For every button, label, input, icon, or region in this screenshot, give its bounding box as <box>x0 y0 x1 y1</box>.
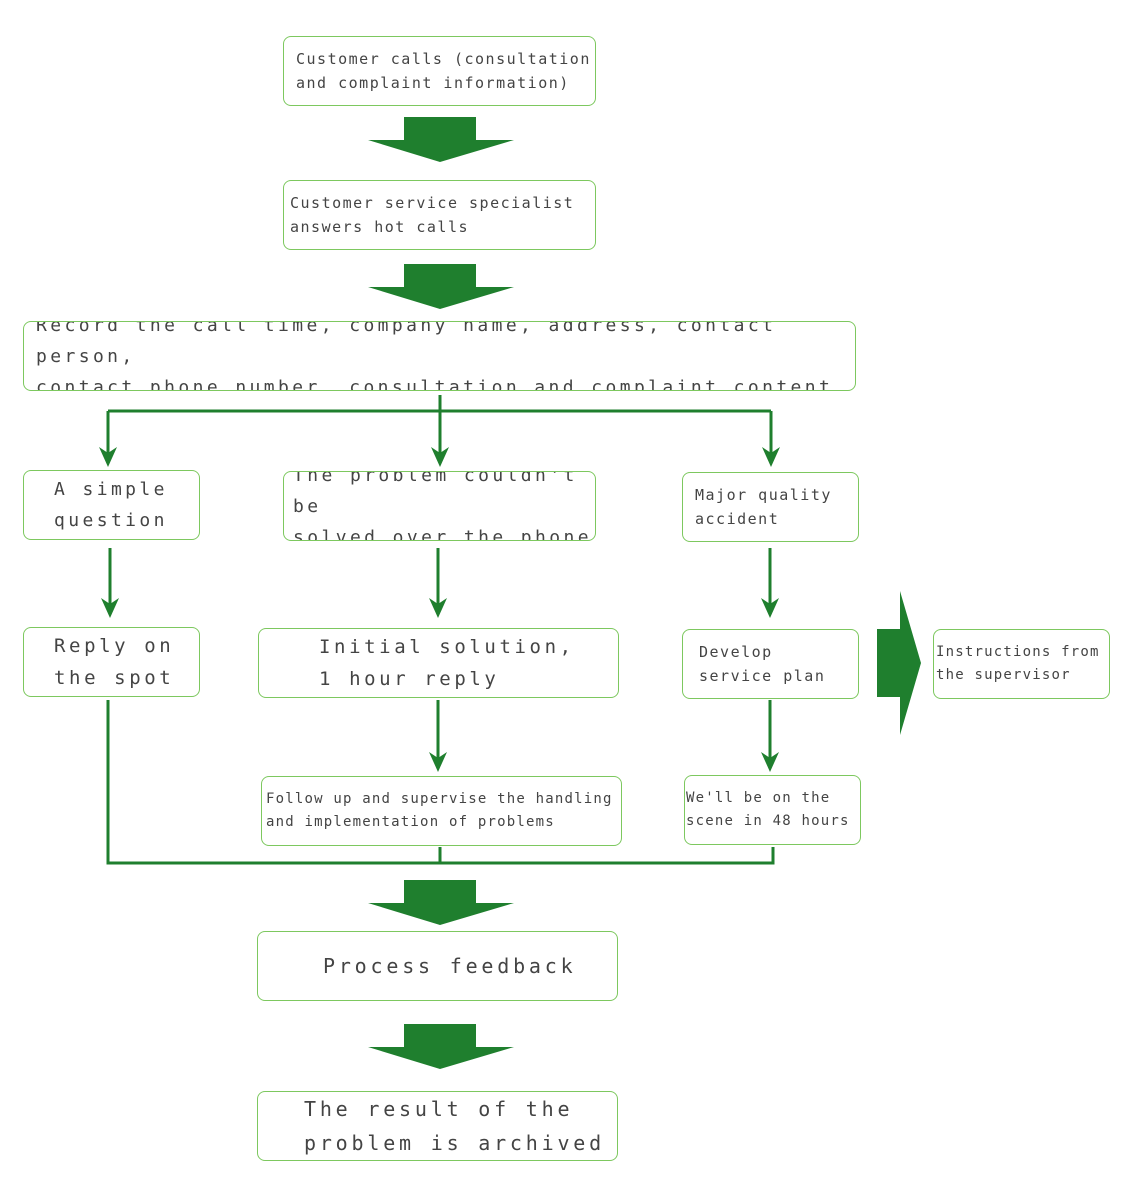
follow-up-supervise-text: Follow up and supervise the handling and… <box>266 791 613 830</box>
initial-solution-box: Initial solution, 1 hour reply <box>258 628 619 698</box>
on-scene-48-hours-text: We'll be on the scene in 48 hours <box>686 790 850 829</box>
reply-on-spot-box: Reply on the spot <box>23 627 200 697</box>
process-feedback-box: Process feedback <box>257 931 618 1001</box>
phone-unsolved-box: The problem couldn't be solved over the … <box>283 471 596 541</box>
block-arrow-down-2 <box>368 264 514 309</box>
customer-calls-box: Customer calls (consultation and complai… <box>283 36 596 106</box>
arrowhead-split-left <box>99 447 117 467</box>
service-plan-text: Develop service plan <box>699 643 826 685</box>
on-scene-48-hours-box: We'll be on the scene in 48 hours <box>684 775 861 845</box>
simple-question-text: A simple question <box>54 479 168 531</box>
customer-calls-text: Customer calls (consultation and complai… <box>296 50 591 92</box>
reply-on-spot-text: Reply on the spot <box>54 635 175 689</box>
major-accident-text: Major quality accident <box>695 486 832 528</box>
arrowhead-phone-followup <box>429 752 447 772</box>
arrowhead-major-branch <box>761 598 779 618</box>
specialist-answers-text: Customer service specialist answers hot … <box>290 194 575 236</box>
follow-up-supervise-box: Follow up and supervise the handling and… <box>261 776 622 846</box>
service-plan-box: Develop service plan <box>682 629 859 699</box>
result-archived-text: The result of the problem is archived <box>304 1097 605 1155</box>
simple-question-box: A simple question <box>23 470 200 540</box>
process-feedback-text: Process feedback <box>323 954 577 978</box>
supervisor-instructions-text: Instructions from the supervisor <box>936 644 1100 683</box>
record-details-box: Record the call time, company name, addr… <box>23 321 856 391</box>
specialist-answers-box: Customer service specialist answers hot … <box>283 180 596 250</box>
arrowhead-simple-branch <box>101 598 119 618</box>
arrowhead-split-right <box>762 447 780 467</box>
major-accident-box: Major quality accident <box>682 472 859 542</box>
record-details-text: Record the call time, company name, addr… <box>36 321 834 391</box>
result-archived-box: The result of the problem is archived <box>257 1091 618 1161</box>
block-arrow-right <box>877 591 921 735</box>
arrowhead-split-center <box>431 447 449 467</box>
arrowhead-phone-branch <box>429 598 447 618</box>
block-arrow-down-3 <box>368 880 514 925</box>
arrowhead-major-followup <box>761 752 779 772</box>
supervisor-instructions-box: Instructions from the supervisor <box>933 629 1110 699</box>
block-arrow-down-1 <box>368 117 514 162</box>
phone-unsolved-text: The problem couldn't be solved over the … <box>293 471 592 541</box>
initial-solution-text: Initial solution, 1 hour reply <box>319 636 575 690</box>
block-arrow-down-4 <box>368 1024 514 1069</box>
